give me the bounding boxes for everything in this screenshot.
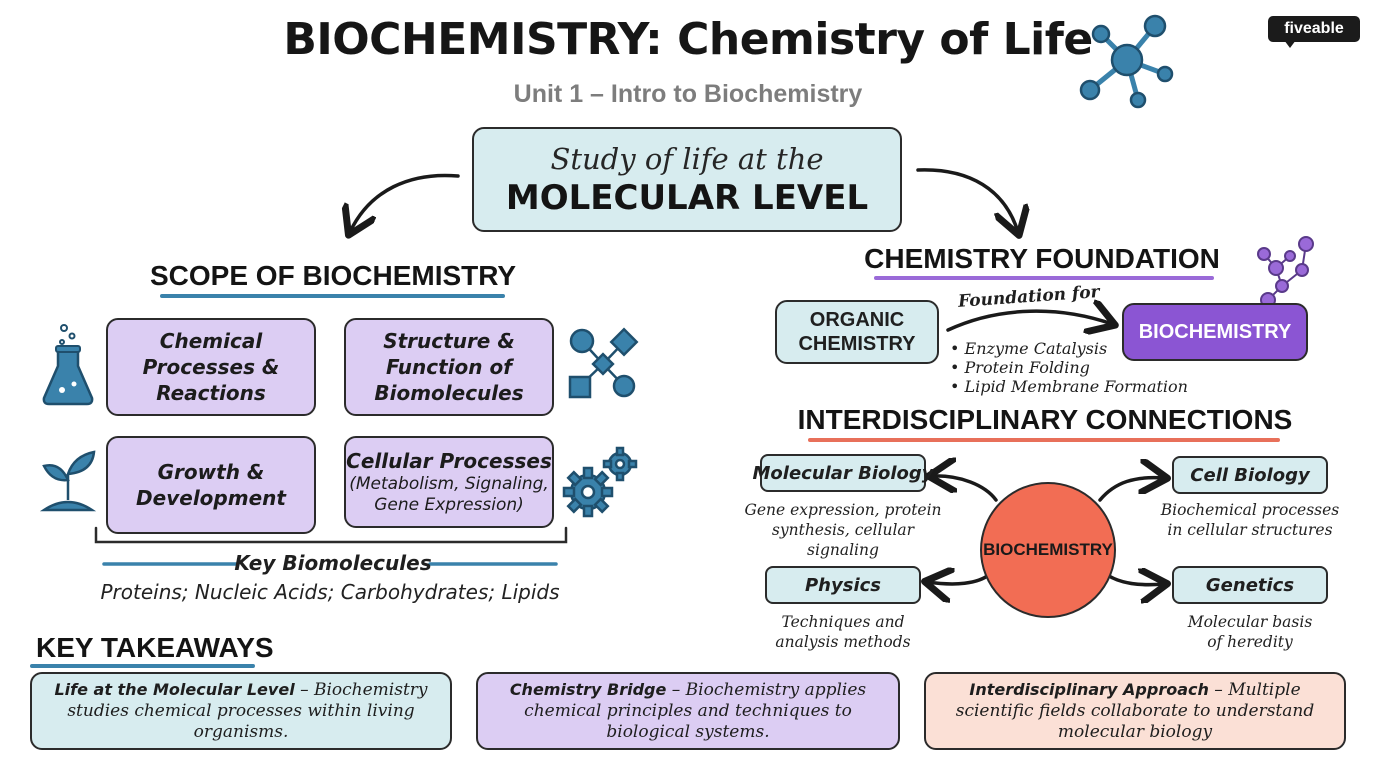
biochemistry-center-circle: BIOCHEMISTRY	[980, 482, 1116, 618]
scope-box-structure-function: Structure & Function of Biomolecules	[344, 318, 554, 416]
molecule-icon	[1079, 14, 1174, 109]
flask-icon	[42, 324, 94, 406]
field-desc-cell-biology: Biochemical processes in cellular struct…	[1160, 501, 1340, 539]
field-desc-molecular-biology: Gene expression, protein synthesis, cell…	[744, 501, 942, 559]
foundation-heading: CHEMISTRY FOUNDATION	[864, 243, 1220, 274]
key-biomolecules-label: Key Biomolecules	[234, 551, 432, 575]
arrow-to-foundation	[916, 168, 1018, 232]
takeaway-card-chemistry-bridge: Chemistry Bridge – Biochemistry applies …	[476, 672, 900, 750]
scope-bracket	[94, 526, 568, 544]
network-icon	[568, 327, 639, 399]
page-subtitle: Unit 1 – Intro to Biochemistry	[513, 80, 863, 108]
arrow-to-molecular-biology	[932, 476, 998, 502]
takeaways-heading-underline	[30, 664, 255, 668]
arrow-to-scope	[350, 173, 460, 232]
takeaway-title: Interdisciplinary Approach	[969, 680, 1209, 699]
takeaway-title: Chemistry Bridge	[509, 680, 667, 699]
takeaway-text: Biochemistry studies chemical processes …	[67, 680, 428, 742]
key-biomolecules-list: Proteins; Nucleic Acids; Carbohydrates; …	[100, 580, 560, 604]
page-title: BIOCHEMISTRY: Chemistry of Life	[283, 14, 1093, 65]
organic-chemistry-label: ORGANIC CHEMISTRY	[798, 309, 916, 355]
foundation-item: • Enzyme Catalysis	[950, 339, 1108, 358]
field-box-physics: Physics	[765, 566, 921, 604]
takeaway-content: Chemistry Bridge – Biochemistry applies …	[509, 680, 867, 742]
biochemistry-target-box: BIOCHEMISTRY	[1122, 303, 1308, 361]
seedling-icon	[39, 450, 97, 512]
scope-heading: SCOPE OF BIOCHEMISTRY	[150, 260, 517, 291]
takeaway-content: Interdisciplinary Approach – Multiple sc…	[955, 680, 1315, 742]
central-concept-line2: MOLECULAR LEVEL	[505, 177, 869, 218]
takeaway-card-interdisciplinary: Interdisciplinary Approach – Multiple sc…	[924, 672, 1346, 750]
brand-logo-tail	[1284, 40, 1296, 48]
central-concept-line1: Study of life at the	[550, 141, 824, 176]
scope-heading-underline	[160, 294, 505, 298]
field-name: Molecular Biology	[752, 462, 934, 484]
foundation-item-text: Protein Folding	[964, 358, 1090, 377]
foundation-item: • Lipid Membrane Formation	[950, 377, 1188, 396]
arrow-to-genetics	[1104, 574, 1164, 585]
gears-icon	[562, 446, 638, 518]
field-name: Cell Biology	[1190, 464, 1310, 486]
arrow-to-physics	[928, 574, 992, 584]
scope-box-cellular-processes: Cellular Processes (Metabolism, Signalin…	[344, 436, 554, 528]
takeaway-card-molecular-level: Life at the Molecular Level – Biochemist…	[30, 672, 452, 750]
takeaway-text: Multiple scientific fields collaborate t…	[955, 680, 1315, 742]
takeaways-heading: KEY TAKEAWAYS	[36, 632, 274, 663]
scope-box-chemical-processes: Chemical Processes & Reactions	[106, 318, 316, 416]
field-desc-physics: Techniques and analysis methods	[775, 613, 911, 651]
takeaway-content: Life at the Molecular Level – Biochemist…	[54, 680, 428, 742]
brand-logo: fiveable	[1268, 16, 1360, 42]
arrow-to-cell-biology	[1098, 478, 1164, 502]
foundation-arrow	[946, 311, 1112, 330]
takeaway-title: Life at the Molecular Level	[54, 680, 295, 699]
scope-box-label: Cellular Processes	[346, 449, 552, 473]
purple-molecule-icon	[1257, 236, 1314, 308]
field-name: Genetics	[1205, 574, 1295, 596]
foundation-item: • Protein Folding	[950, 358, 1090, 377]
field-box-cell-biology: Cell Biology	[1172, 456, 1328, 494]
field-box-genetics: Genetics	[1172, 566, 1328, 604]
scope-box-label: Chemical Processes & Reactions	[142, 329, 280, 405]
foundation-heading-underline	[874, 276, 1214, 280]
foundation-item-text: Lipid Membrane Formation	[964, 377, 1188, 396]
interdisciplinary-heading-underline	[808, 438, 1280, 442]
interdisciplinary-heading: INTERDISCIPLINARY CONNECTIONS	[797, 404, 1293, 435]
organic-chemistry-box: ORGANIC CHEMISTRY	[775, 300, 939, 364]
biochemistry-center-label: BIOCHEMISTRY	[983, 540, 1113, 559]
scope-box-label: Growth & Development	[136, 460, 286, 510]
takeaway-text: Biochemistry applies chemical principles…	[524, 680, 867, 742]
scope-box-sublabel: (Metabolism, Signaling, Gene Expression)	[349, 474, 549, 515]
scope-box-growth-development: Growth & Development	[106, 436, 316, 534]
central-concept-box: Study of life at the MOLECULAR LEVEL	[472, 127, 902, 232]
field-desc-genetics: Molecular basis of heredity	[1187, 613, 1313, 651]
scope-box-label: Structure & Function of Biomolecules	[374, 329, 524, 405]
foundation-item-text: Enzyme Catalysis	[964, 339, 1108, 358]
field-name: Physics	[804, 574, 881, 596]
field-box-molecular-biology: Molecular Biology	[753, 454, 934, 492]
biochemistry-target-label: BIOCHEMISTRY	[1138, 320, 1292, 343]
